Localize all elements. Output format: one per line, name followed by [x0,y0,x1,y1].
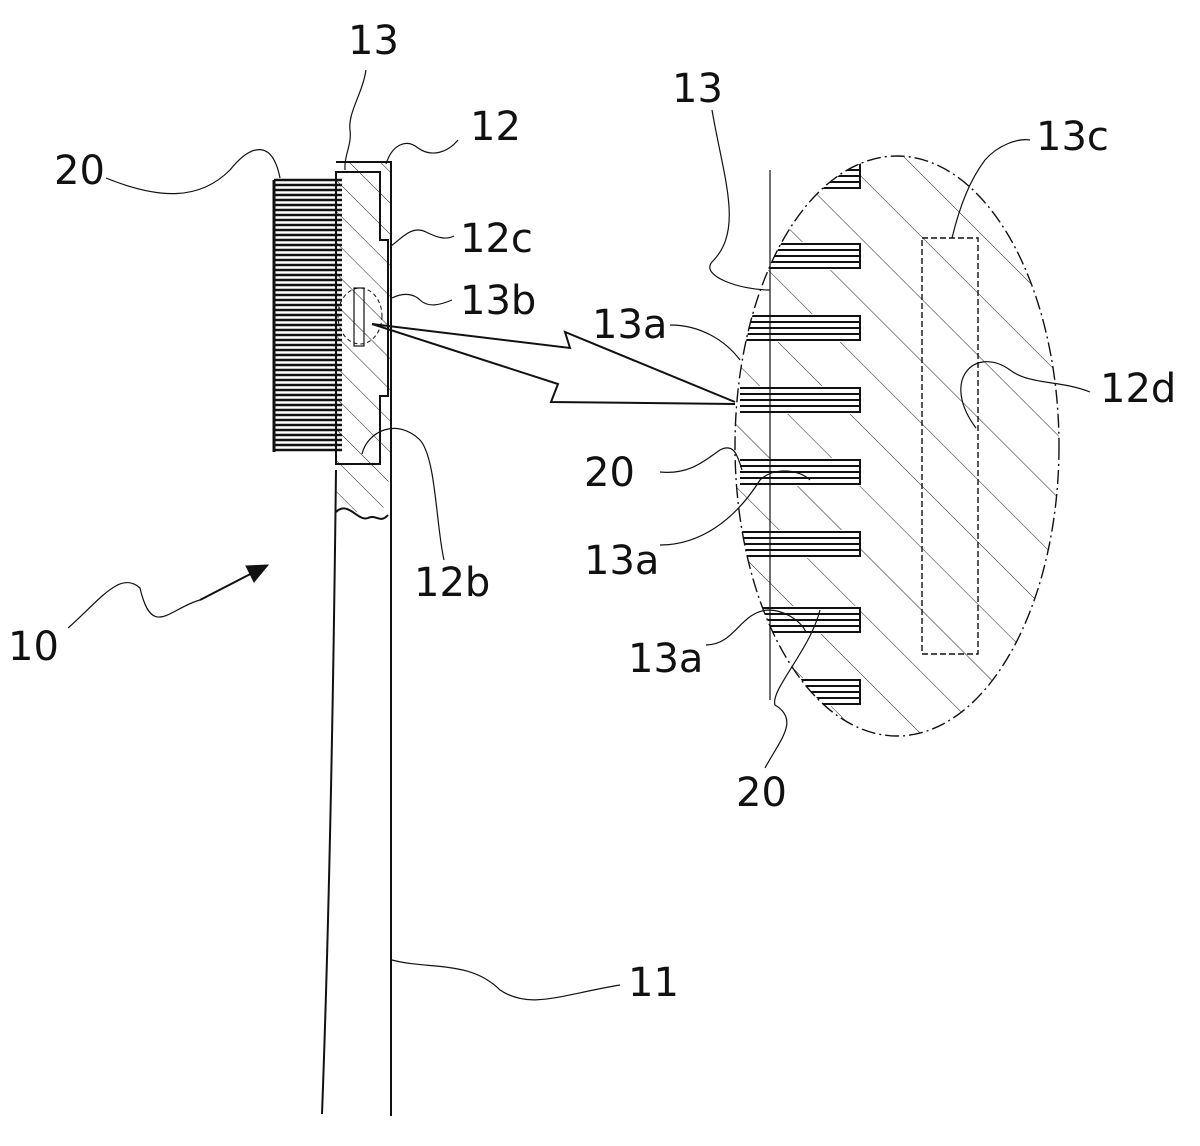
label-13-detail: 13 [672,66,723,112]
label-20-bottom: 20 [736,770,787,816]
label-12: 12 [470,104,521,150]
label-13a-3: 13a [628,636,703,682]
detail-pointer [372,324,735,404]
leader-12 [386,140,458,164]
label-20-left: 20 [54,148,105,194]
handle-left-edge [322,470,336,1114]
leader-10 [68,583,200,628]
detail-tuft [740,314,860,342]
detail-tuft [740,242,860,270]
label-20-detail: 20 [584,450,635,496]
leader-20-left [106,150,280,194]
bristle-tufts-left [274,180,342,452]
label-12c: 12c [460,216,533,262]
leader-12c [391,230,454,246]
arrow-10-head [246,565,268,582]
leader-13a-1 [670,325,740,360]
label-13-top: 13 [348,18,399,64]
detail-tuft [740,386,860,414]
label-12b: 12b [414,560,490,606]
detail-pointer-lower [372,324,735,404]
detail-tuft [740,458,860,486]
label-13b: 13b [460,278,536,324]
leader-13-detail [710,110,770,290]
label-10: 10 [8,624,59,670]
detail-pointer-upper [372,324,735,402]
detail-tuft [740,162,860,190]
detail-tuft [740,678,860,706]
leader-13b [392,294,452,305]
label-13a-2: 13a [584,538,659,584]
brush-head [336,162,391,521]
leader-20-detail [660,448,742,473]
detail-tuft [740,606,860,634]
leader-13-top [345,70,366,170]
label-11: 11 [628,960,679,1006]
leader-11 [392,960,620,1000]
label-13c: 13c [1036,114,1109,160]
label-12d: 12d [1100,366,1176,412]
detail-tuft [740,530,860,558]
detail-enlargement [735,156,1059,736]
label-13a-1: 13a [592,302,667,348]
